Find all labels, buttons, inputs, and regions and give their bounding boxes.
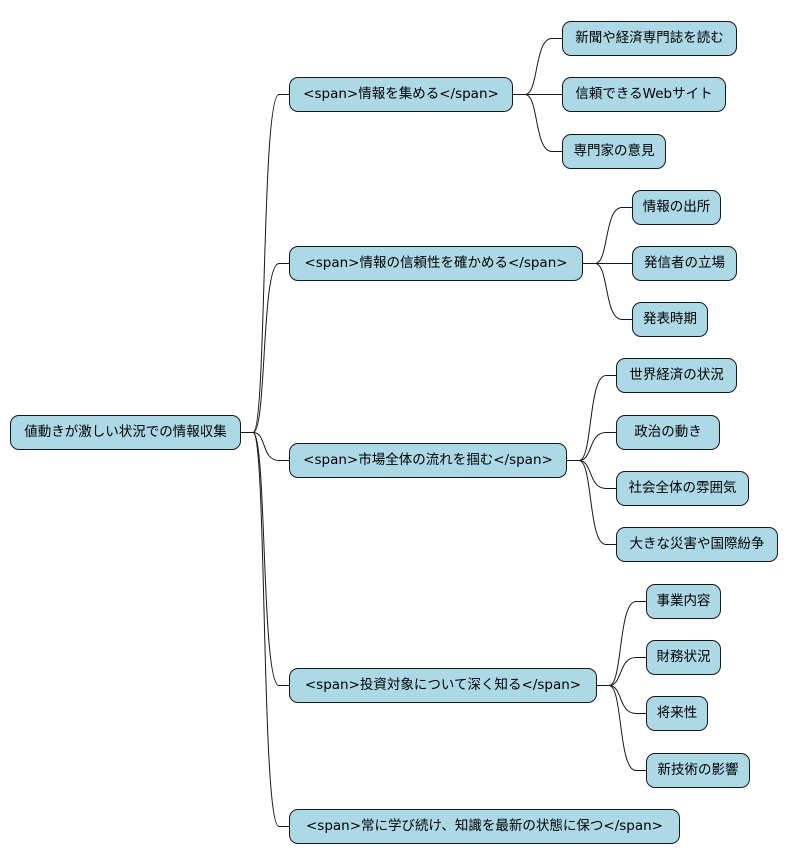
connector-branch-0-leaf-2 <box>513 94 562 152</box>
branch-node-verify-reliability: <span>情報の信頼性を確かめる</span> <box>289 246 583 281</box>
connector-root-branch-2 <box>241 432 289 461</box>
branch-node-keep-learning: <span>常に学び続け、知識を最新の状態に保つ</span> <box>289 809 680 844</box>
leaf-node-world-economy: 世界経済の状況 <box>616 358 737 393</box>
leaf-node-newspapers: 新聞や経済専門誌を読む <box>562 21 737 56</box>
leaf-node-trusted-websites: 信頼できるWebサイト <box>562 77 726 112</box>
connector-branch-3-leaf-3 <box>597 685 646 771</box>
leaf-node-info-source: 情報の出所 <box>632 190 721 225</box>
connector-branch-2-leaf-2 <box>567 460 616 489</box>
connector-branch-0-leaf-0 <box>513 38 562 95</box>
connector-branch-3-leaf-2 <box>597 685 646 714</box>
connector-branch-3-leaf-0 <box>597 601 646 686</box>
branch-node-know-investment: <span>投資対象について深く知る</span> <box>289 668 597 703</box>
leaf-node-society-mood: 社会全体の雰囲気 <box>616 471 749 506</box>
connector-branch-2-leaf-1 <box>567 432 616 461</box>
connector-branch-1-leaf-0 <box>583 207 632 264</box>
connector-root-branch-4 <box>241 432 289 827</box>
leaf-node-sender-position: 発信者の立場 <box>632 246 737 281</box>
connector-branch-1-leaf-2 <box>583 263 632 320</box>
connector-root-branch-0 <box>241 94 289 433</box>
connector-root-branch-1 <box>241 263 289 433</box>
branch-node-collect-info: <span>情報を集める</span> <box>289 77 513 112</box>
connector-branch-2-leaf-3 <box>567 460 616 545</box>
leaf-node-future-potential: 将来性 <box>646 696 708 731</box>
branch-node-market-trend: <span>市場全体の流れを掴む</span> <box>289 443 567 478</box>
leaf-node-financial-status: 財務状況 <box>646 640 721 675</box>
connector-branch-2-leaf-0 <box>567 375 616 461</box>
connector-root-branch-3 <box>241 432 289 686</box>
leaf-node-expert-opinion: 専門家の意見 <box>562 134 666 169</box>
leaf-node-publish-date: 発表時期 <box>632 302 708 337</box>
connector-branch-3-leaf-1 <box>597 657 646 686</box>
leaf-node-politics: 政治の動き <box>616 415 720 450</box>
root-node: 値動きが激しい状況での情報収集 <box>10 415 241 450</box>
leaf-node-disasters-conflicts: 大きな災害や国際紛争 <box>616 527 778 562</box>
leaf-node-business-content: 事業内容 <box>646 584 721 619</box>
leaf-node-new-tech-impact: 新技術の影響 <box>646 753 750 788</box>
